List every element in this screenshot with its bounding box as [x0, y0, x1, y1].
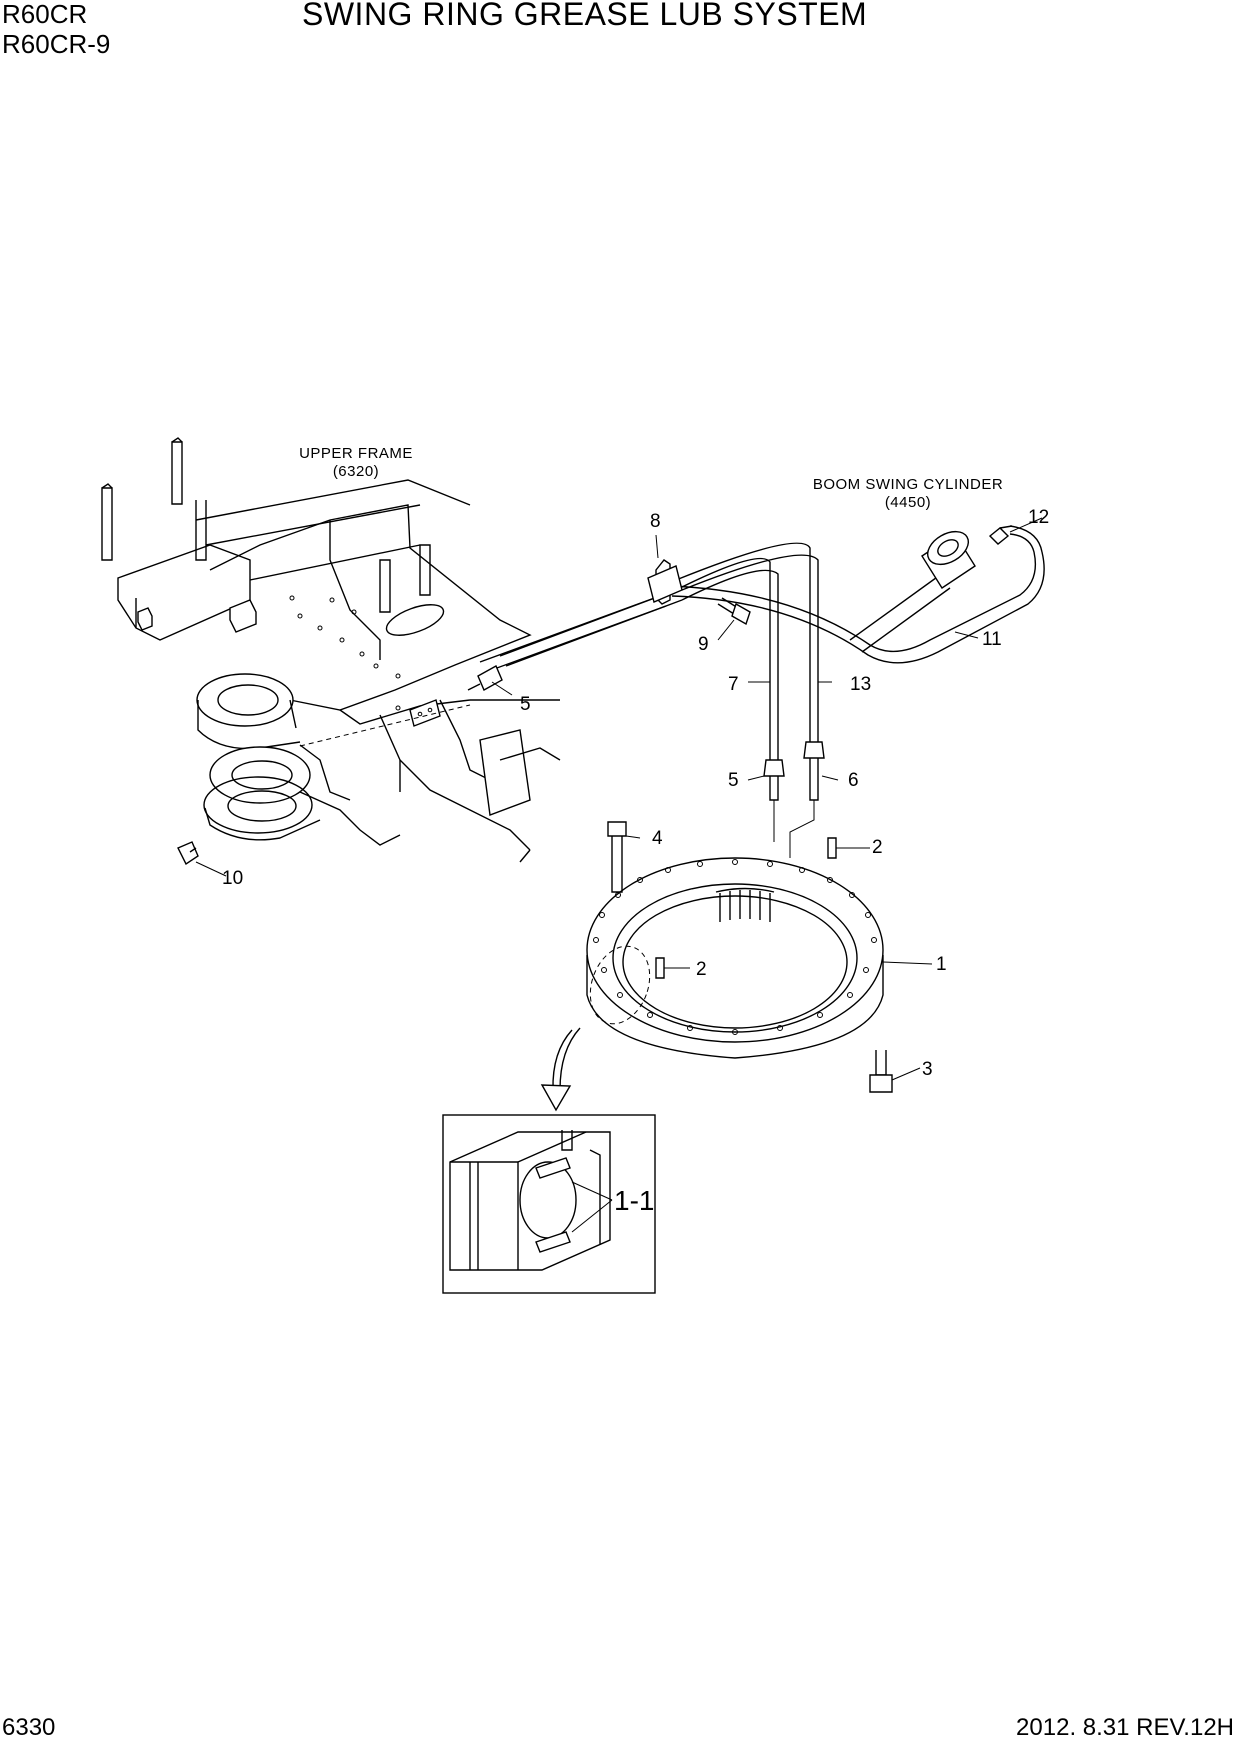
callout-8: 8 — [650, 511, 661, 532]
clamp-bolt — [717, 597, 751, 626]
callout-3: 3 — [922, 1059, 933, 1080]
boom-swing-cylinder-label: BOOM SWING CYLINDER — [813, 476, 1003, 493]
callout-12: 12 — [1028, 507, 1049, 528]
leader-lines — [195, 517, 1043, 1081]
detail-arrow-icon — [540, 1027, 581, 1112]
adapter-frame — [467, 665, 503, 691]
model-name: R60CR — [2, 0, 88, 29]
upper-frame-code: (6320) — [333, 463, 379, 480]
page-title: SWING RING GREASE LUB SYSTEM — [302, 0, 868, 32]
ring-bolt-top — [607, 821, 627, 893]
callout-5-frame: 5 — [520, 694, 531, 715]
adapters-ring — [763, 741, 825, 858]
boom-swing-cylinder-code: (4450) — [885, 494, 931, 511]
callout-11: 11 — [982, 629, 1002, 650]
callout-13: 13 — [850, 674, 871, 695]
pipe-clamp — [647, 559, 683, 605]
dowel-pins — [655, 837, 837, 979]
callout-5-ring: 5 — [728, 770, 739, 791]
callout-4: 4 — [652, 828, 663, 849]
callout-1-1: 1-1 — [614, 1185, 654, 1216]
callout-2-inner: 2 — [696, 959, 707, 980]
callout-10: 10 — [222, 868, 243, 889]
swing-ring — [586, 857, 884, 1059]
revision-date: 2012. 8.31 REV.12H — [1016, 1714, 1234, 1741]
grease-nipple — [177, 841, 199, 866]
callout-2-top: 2 — [872, 837, 883, 858]
page-number: 6330 — [2, 1714, 56, 1741]
upper-frame-label: UPPER FRAME — [299, 445, 413, 462]
upper-frame — [101, 437, 561, 863]
detail-view-box — [442, 1114, 656, 1294]
callout-7: 7 — [728, 674, 739, 695]
grease-lines — [479, 525, 1045, 760]
model-variant: R60CR-9 — [2, 29, 111, 59]
callout-1: 1 — [936, 954, 947, 975]
callout-9: 9 — [698, 634, 709, 655]
callout-6: 6 — [848, 770, 859, 791]
ring-bolt-bottom — [869, 1050, 893, 1093]
